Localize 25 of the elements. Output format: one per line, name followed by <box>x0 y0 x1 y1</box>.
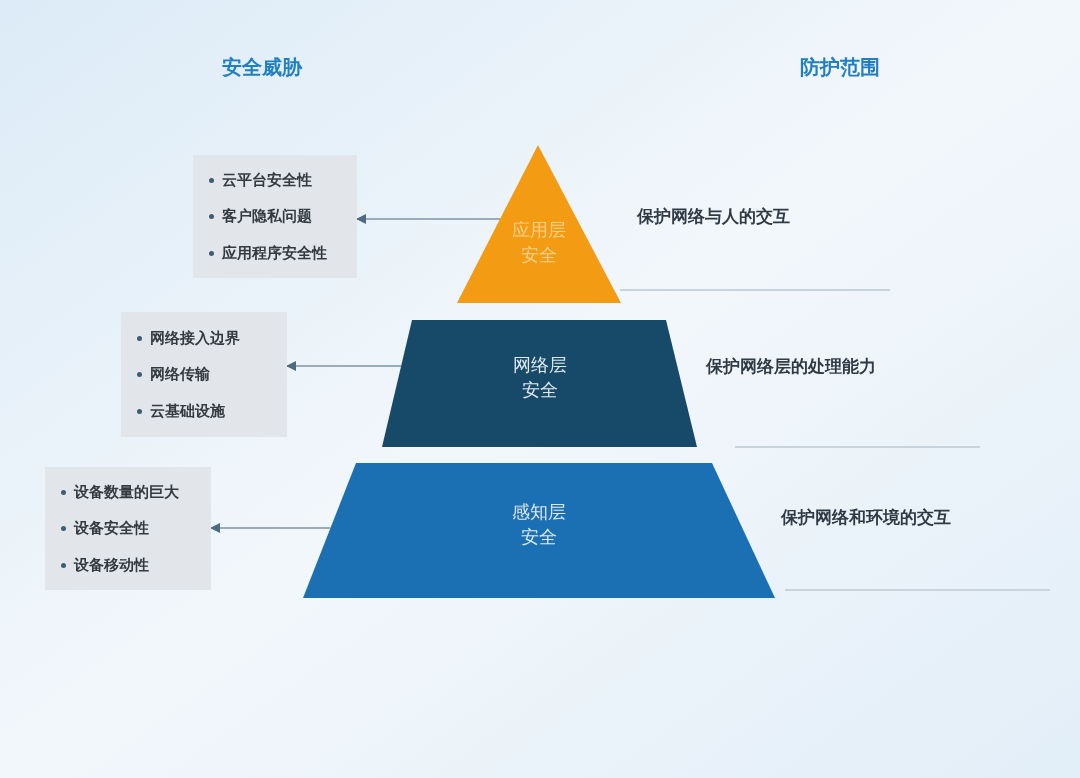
threat-list-card <box>45 467 211 590</box>
protection-text: 保护网络和环境的交互 <box>781 506 951 529</box>
threat-list-card <box>121 312 287 437</box>
bullet-item: 设备安全性 <box>61 517 211 540</box>
column-heading: 防护范围 <box>800 54 880 81</box>
layer-label: 感知层安全 <box>511 500 567 550</box>
protection-text: 保护网络与人的交互 <box>637 205 790 228</box>
threat-list-card <box>193 155 357 278</box>
column-heading: 安全威胁 <box>222 54 302 81</box>
layer-label: 应用层安全 <box>511 218 567 268</box>
bullet-item: 网络传输 <box>137 363 287 386</box>
arrow <box>356 214 502 224</box>
pyramid-layer <box>303 463 775 598</box>
pyramid-layer <box>457 145 621 303</box>
bullet-item: 客户隐私问题 <box>209 205 357 228</box>
bullet-item: 设备数量的巨大 <box>61 480 211 504</box>
layer-label: 网络层安全 <box>511 353 568 403</box>
bullet-item: 设备移动性 <box>61 553 211 577</box>
bullet-item: 云基础设施 <box>137 399 287 423</box>
bullet-item: 网络接入边界 <box>137 326 287 350</box>
bullet-item: 云平台安全性 <box>209 168 357 192</box>
bullet-item: 应用程序安全性 <box>209 241 357 265</box>
pyramid-layer <box>382 320 697 447</box>
arrow <box>210 523 332 533</box>
protection-text: 保护网络层的处理能力 <box>706 355 876 378</box>
